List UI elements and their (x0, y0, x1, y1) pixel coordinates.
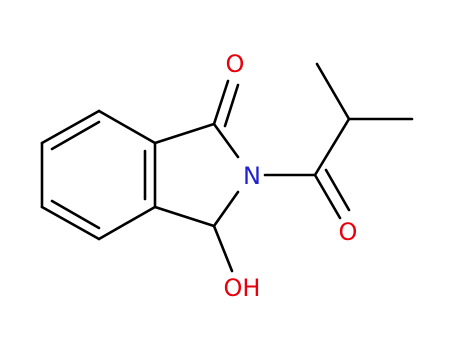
bond-co-1 (212, 79, 230, 126)
benzene-ring (40, 109, 157, 241)
bond-ring-3 (40, 205, 101, 241)
bond-ring-inner-2 (50, 199, 101, 230)
atom-label-n: N (243, 162, 261, 190)
bond-c3a-c1 (153, 122, 216, 145)
isobutyryl-group (263, 62, 414, 220)
bond-c1-n (212, 122, 240, 159)
bond-ring-4 (97, 205, 157, 241)
bond-c3-oh (212, 224, 234, 273)
bond-ring-inner-1 (50, 120, 101, 151)
bond-n-c3 (212, 190, 240, 228)
bond-co-2 (223, 83, 240, 128)
atom-label-oh: OH (224, 274, 261, 302)
lactam-ring (153, 122, 240, 228)
bond-c3-c7a (153, 205, 216, 228)
atom-label-o-ketone: O (226, 50, 245, 78)
bond-ring-6 (97, 109, 157, 145)
bond-cacyl-o-2 (324, 168, 351, 212)
atom-label-o-amide: O (339, 218, 358, 246)
ketone-carbonyl (212, 79, 240, 128)
bond-cacyl-o-1 (313, 173, 342, 220)
bond-ring-1 (40, 109, 101, 145)
bond-ch-me2 (315, 62, 351, 121)
bond-cacyl-ch (313, 117, 351, 177)
